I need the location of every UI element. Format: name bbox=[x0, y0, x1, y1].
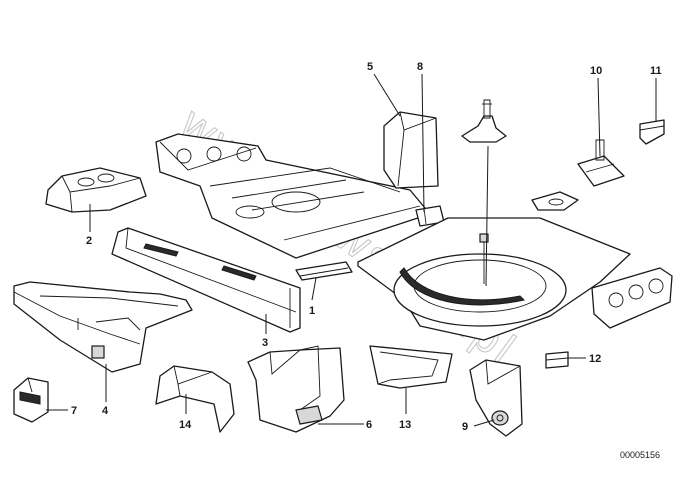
callout-9: 9 bbox=[462, 421, 468, 433]
leader-8 bbox=[421, 73, 425, 213]
part-2-bracket bbox=[45, 167, 147, 213]
part-floor-panel-upper bbox=[155, 133, 431, 259]
callouts: 1 2 3 4 5 6 7 8 9 10 11 12 13 14 bbox=[71, 61, 662, 433]
callout-5: 5 bbox=[367, 61, 373, 73]
diagram-code: 00005156 bbox=[620, 450, 661, 460]
part-9-bushing-bracket bbox=[469, 359, 523, 437]
part-11-angle-bracket bbox=[639, 119, 665, 145]
leader-spring bbox=[485, 145, 489, 287]
callout-10: 10 bbox=[590, 65, 602, 77]
part-1-channel bbox=[295, 261, 353, 281]
leader-5 bbox=[373, 73, 401, 117]
callout-13: 13 bbox=[399, 419, 411, 431]
part-plate bbox=[531, 191, 579, 211]
callout-1: 1 bbox=[309, 305, 315, 317]
callout-12: 12 bbox=[589, 353, 601, 365]
part-spare-wheel-well bbox=[357, 217, 631, 341]
part-13-triangle-bracket bbox=[369, 345, 453, 389]
part-rear-end-panel bbox=[591, 267, 673, 329]
part-mount-bolt bbox=[461, 99, 507, 143]
part-12-clip bbox=[545, 351, 569, 369]
callout-4: 4 bbox=[102, 405, 109, 417]
callout-2: 2 bbox=[86, 235, 92, 247]
part-10-bracket bbox=[577, 139, 625, 187]
part-7-box bbox=[13, 377, 49, 423]
leader-lines bbox=[46, 73, 657, 427]
part-6-u-bracket bbox=[247, 345, 345, 433]
leader-10 bbox=[597, 77, 601, 157]
part-3-cross-member bbox=[111, 227, 301, 333]
part-4-floor-rail bbox=[13, 281, 193, 373]
callout-11: 11 bbox=[650, 65, 662, 77]
callout-3: 3 bbox=[262, 337, 268, 349]
leader-1 bbox=[311, 277, 317, 301]
callout-14: 14 bbox=[179, 419, 192, 431]
part-14-support-bracket bbox=[155, 365, 235, 433]
callout-8: 8 bbox=[417, 61, 423, 73]
callout-7: 7 bbox=[71, 405, 77, 417]
leader-9 bbox=[473, 419, 495, 427]
part-5-panel bbox=[383, 111, 439, 189]
callout-6: 6 bbox=[366, 419, 372, 431]
